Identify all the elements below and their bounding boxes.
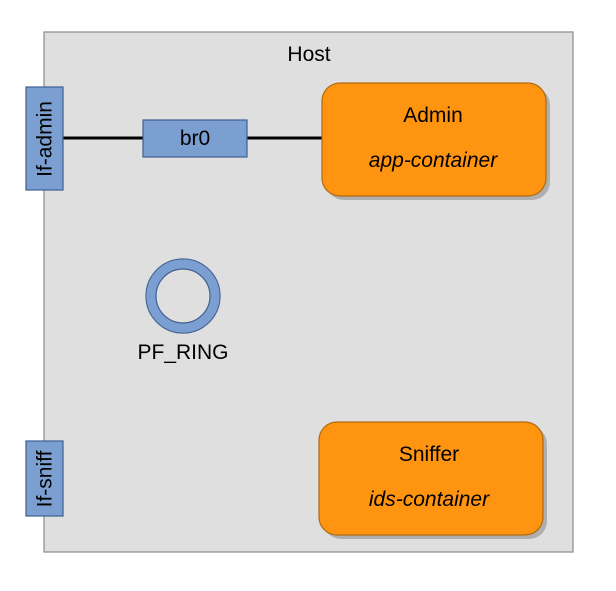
- host-label: Host: [287, 43, 330, 66]
- pf-ring-icon: [146, 259, 220, 333]
- bridge-br0-label: br0: [180, 127, 210, 150]
- sniffer-container-name: Sniffer: [399, 443, 459, 466]
- interface-if-sniff-label: If-sniff: [34, 450, 57, 507]
- sniffer-container: [318, 421, 544, 536]
- pf-ring-outer-edge: [145, 258, 221, 334]
- bridge-br0: [142, 119, 248, 158]
- sniffer-container-role: ids-container: [369, 488, 490, 511]
- pf-ring-label: PF_RING: [137, 341, 228, 364]
- admin-container: [321, 82, 547, 197]
- pf-ring-inner-edge: [155, 268, 211, 324]
- interface-if-sniff: [25, 440, 64, 517]
- admin-container-role: app-container: [369, 149, 498, 172]
- admin-container-name: Admin: [403, 104, 463, 127]
- interface-if-admin-label: If-admin: [34, 101, 57, 177]
- interface-if-admin: [25, 86, 64, 191]
